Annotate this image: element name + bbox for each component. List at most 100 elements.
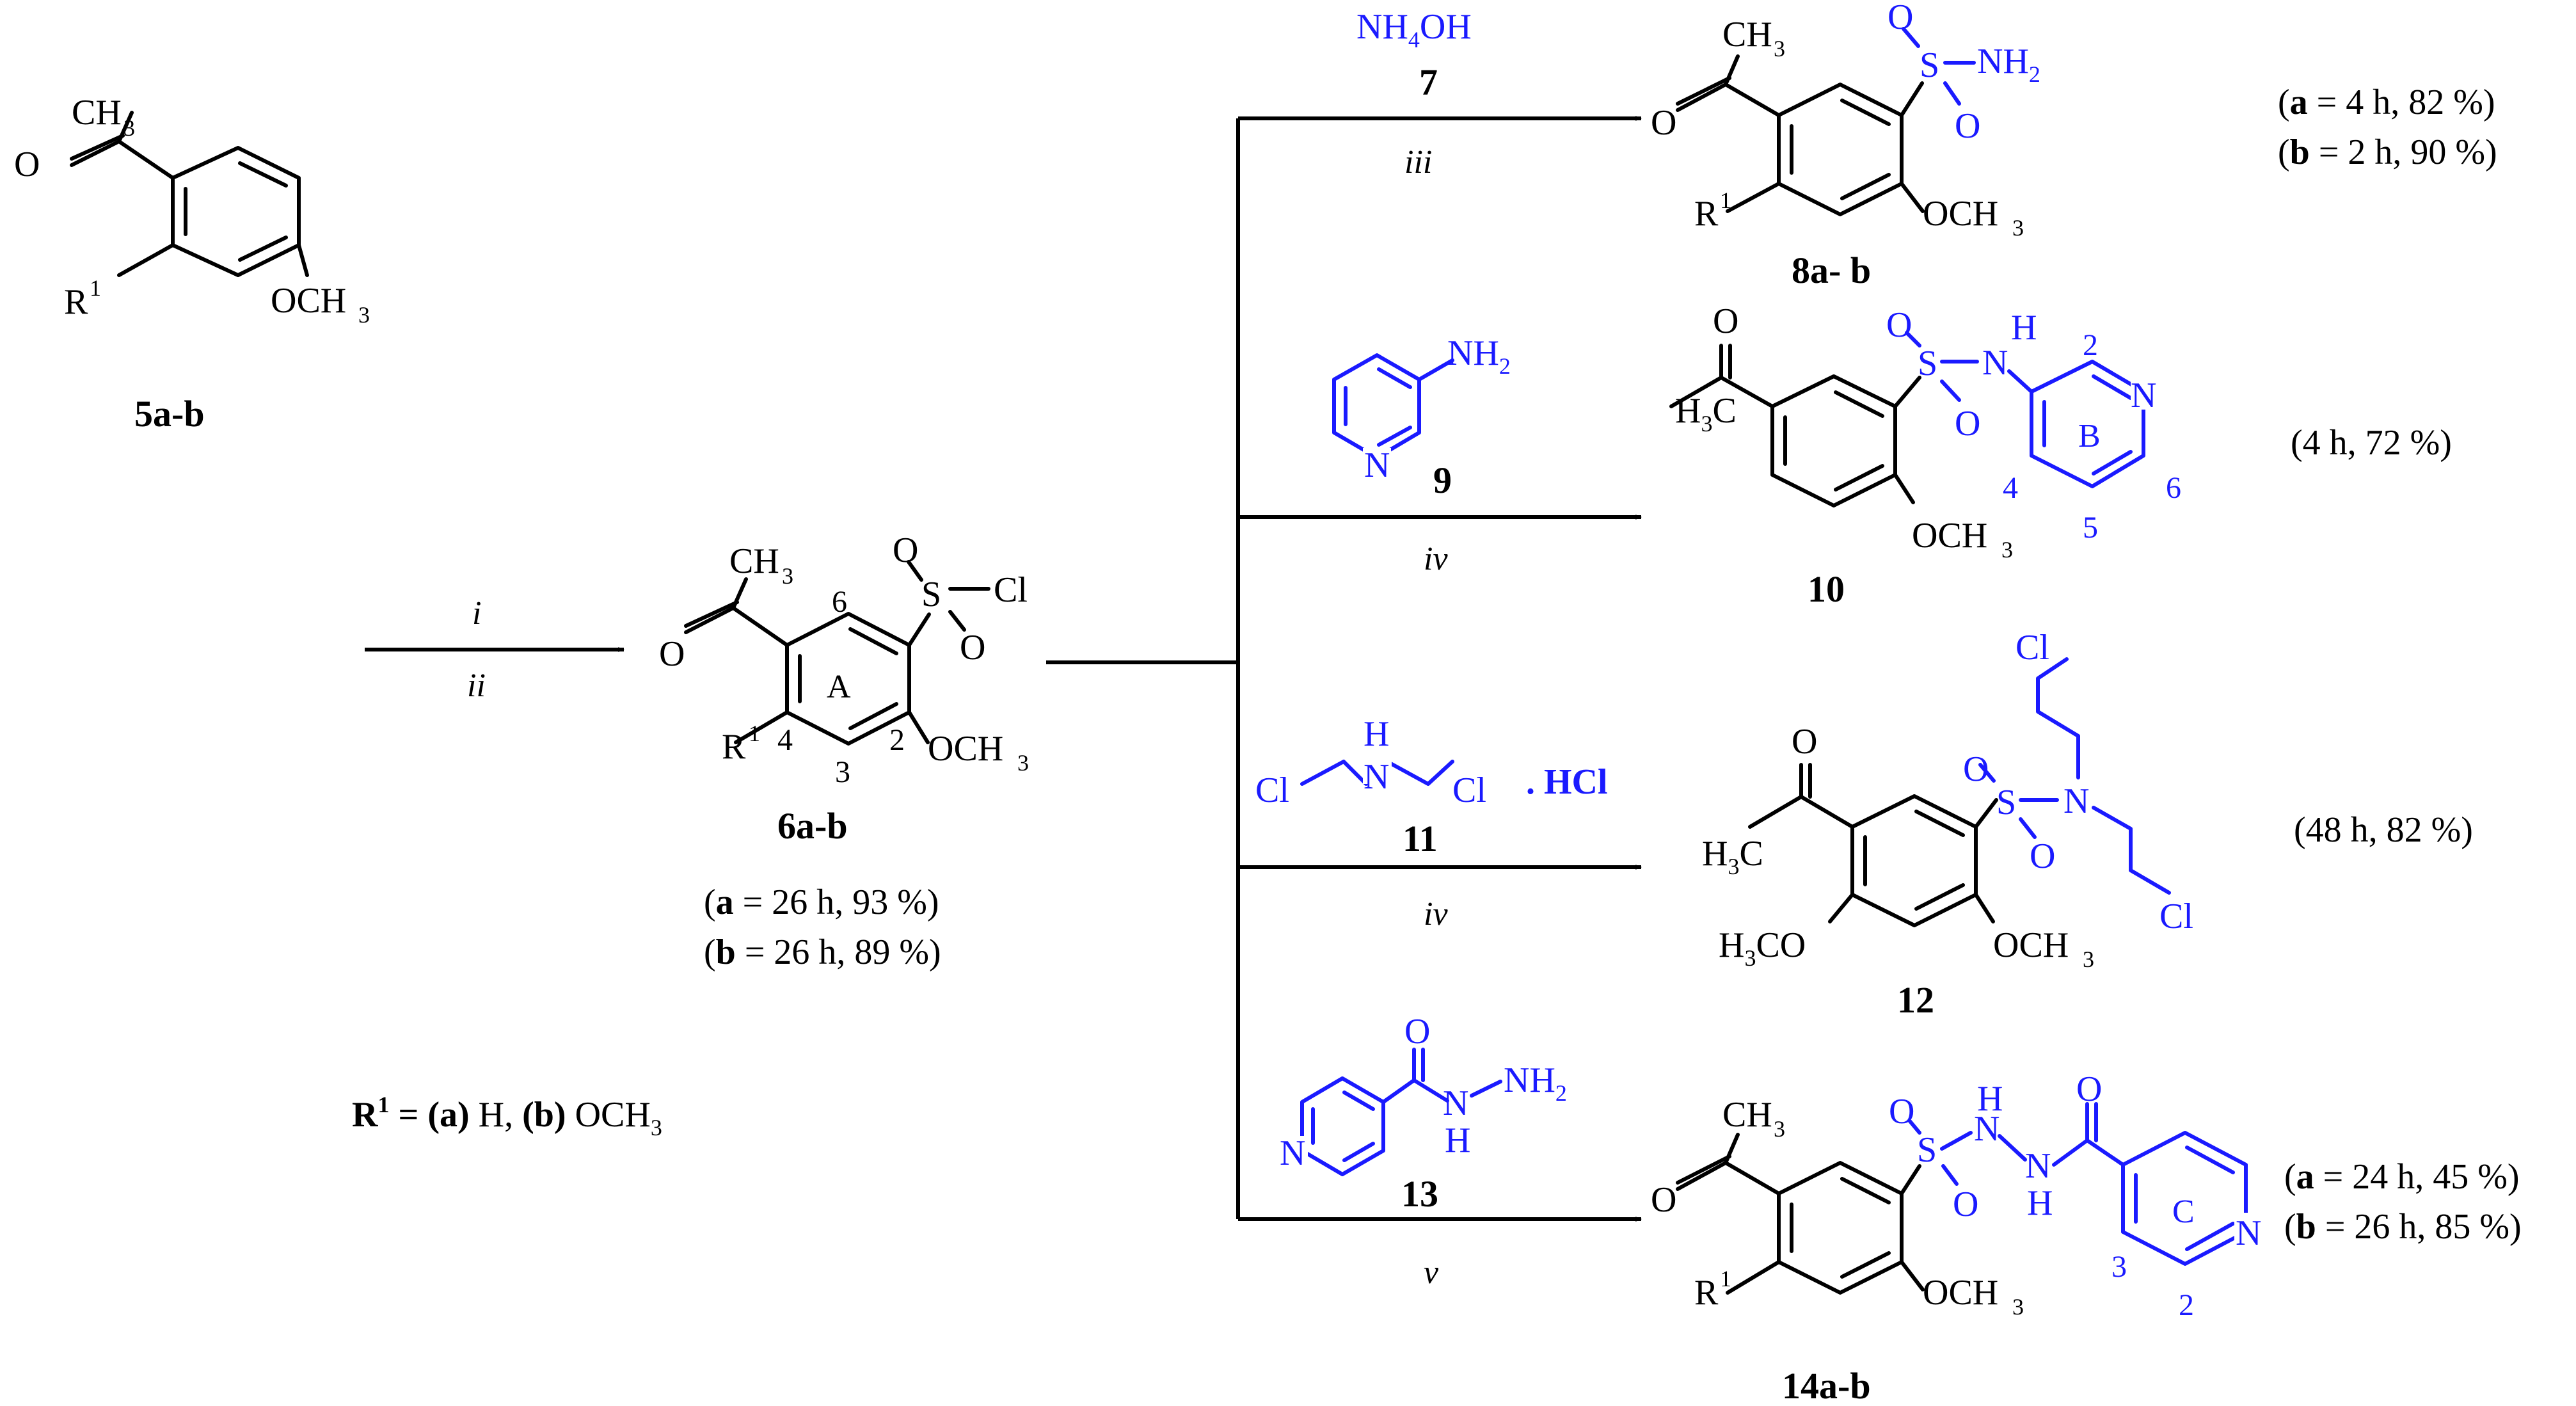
label-10: 10 [1808, 568, 1845, 610]
atom-nh2: NH2 [1977, 42, 2040, 87]
atom-sub: 3 [782, 563, 793, 589]
compound-8: CH 3 O S O O NH2 R 1 OCH 3 8a- b [1651, 0, 2040, 291]
atom-n: N [1982, 343, 2008, 383]
atom-sub: 3 [1774, 36, 1785, 61]
atom-o: O [1651, 1180, 1676, 1220]
yield-14a: (a = 24 h, 45 %) [2284, 1157, 2520, 1197]
position-2: 2 [2179, 1288, 2194, 1322]
atom-cl: Cl [2159, 897, 2193, 936]
position-3: 3 [2111, 1250, 2127, 1284]
atom-n: N [1364, 757, 1389, 797]
atom-o: O [1404, 1012, 1430, 1051]
yield-6b: (b = 26 h, 89 %) [704, 932, 941, 972]
atom-n: N [2236, 1213, 2261, 1253]
label-11: 11 [1403, 818, 1438, 859]
atom-och: OCH [1993, 925, 2069, 965]
atom-och: OCH [1923, 1273, 1998, 1313]
atom-sup: 1 [749, 721, 760, 746]
atom-o: O [1963, 749, 1989, 789]
atom-sup: 1 [1720, 1266, 1731, 1291]
atom-cl: Cl [1452, 771, 1486, 810]
label-6: 6a-b [777, 805, 848, 847]
yield-8a: (a = 4 h, 82 %) [2278, 83, 2495, 122]
label-9: 9 [1433, 459, 1452, 501]
reagent-hcl: . HCl [1526, 762, 1608, 802]
position-2: 2 [889, 723, 905, 757]
atom-o: O [893, 531, 918, 570]
atom-sub: 3 [358, 302, 370, 328]
step-i: i [472, 595, 481, 632]
atom-n: N [1364, 445, 1390, 485]
atom-o: O [14, 145, 40, 184]
reagent-nh4oh: NH4OH [1356, 7, 1472, 52]
atom-n: N [2063, 781, 2089, 821]
atom-sub: 3 [1774, 1116, 1785, 1142]
label-7: 7 [1419, 61, 1438, 103]
atom-r: R [722, 727, 746, 767]
compound-12: O H3C S O O N Cl Cl OCH 3 H3CO 12 [1702, 628, 2193, 1021]
atom-n: N [1280, 1133, 1305, 1173]
atom-sub: 3 [2012, 215, 2024, 241]
atom-cl: Cl [994, 570, 1028, 610]
atom-s: S [1920, 45, 1939, 85]
atom-h: H [1977, 1079, 2003, 1119]
atom-n: N [2131, 376, 2156, 415]
compound-14: CH 3 O S O O N H N H O N C 3 2 R 1 OCH 3… [1651, 1069, 2266, 1406]
yield-8b: (b = 2 h, 90 %) [2278, 132, 2497, 172]
atom-o: O [2076, 1069, 2102, 1109]
compound-5: CH 3 O R 1 OCH 3 5a-b [14, 93, 370, 435]
atom-n: N [1974, 1109, 2000, 1149]
atom-sub: 3 [2001, 537, 2013, 563]
atom-r: R [64, 282, 88, 322]
atom-sup: 1 [1720, 188, 1731, 213]
atom-nh2: NH2 [1447, 333, 1511, 379]
atom-o: O [2030, 836, 2055, 876]
position-5: 5 [2083, 511, 2098, 545]
atom-h: H [2011, 308, 2037, 348]
compound-6: CH 3 O S O O Cl R 1 OCH 3 A 6 4 3 2 6a-b… [659, 531, 1029, 972]
atom-r: R [1694, 1273, 1719, 1313]
atom-h: H [1364, 714, 1389, 754]
atom-o: O [1888, 0, 1913, 37]
atom-o: O [1953, 1185, 1978, 1224]
ring-label-b: B [2078, 418, 2101, 454]
atom-sub: 3 [2012, 1294, 2024, 1320]
atom-s: S [1918, 344, 1937, 383]
atom-och: OCH [928, 729, 1003, 769]
arrow-step-i-ii: i ii [365, 595, 624, 704]
position-6: 6 [2166, 471, 2181, 505]
atom-s: S [1996, 783, 2016, 822]
step-iv-b: iv [1424, 896, 1448, 932]
atom-sup: 1 [90, 275, 101, 301]
atom-sub: 3 [2083, 947, 2094, 972]
atom-och: OCH [271, 281, 346, 321]
compound-10: O H3C S O O N H N B 2 4 5 6 OCH 3 10 [1669, 301, 2181, 610]
atom-cl: Cl [2015, 628, 2049, 667]
atom-ch3: CH [1722, 1095, 1772, 1135]
atom-sub: 3 [1017, 750, 1029, 776]
atom-o: O [1955, 404, 1980, 443]
atom-cl: Cl [1255, 771, 1289, 810]
label-12: 12 [1897, 979, 1934, 1021]
step-ii: ii [467, 667, 486, 704]
atom-n: N [2025, 1146, 2051, 1186]
atom-sub: 3 [123, 115, 135, 141]
label-14: 14a-b [1782, 1365, 1871, 1406]
position-4: 4 [777, 723, 793, 757]
label-5: 5a-b [134, 393, 205, 435]
reagent-7: NH4OH 7 iii [1356, 7, 1472, 180]
atom-o: O [1889, 1092, 1914, 1131]
atom-och: OCH [1923, 194, 1998, 234]
ring-label-a: A [827, 669, 851, 705]
atom-r: R [1694, 194, 1719, 234]
atom-o: O [1792, 722, 1817, 762]
reagent-9: NH2 N 9 iv [1332, 333, 1511, 577]
reagent-11: N H Cl Cl . HCl 11 iv [1255, 714, 1608, 932]
position-3: 3 [835, 755, 850, 789]
atom-n: N [1443, 1083, 1468, 1123]
label-13: 13 [1401, 1173, 1438, 1215]
atom-ch3: CH [1722, 15, 1772, 54]
atom-o: O [1713, 301, 1738, 341]
atom-h: H [1445, 1121, 1470, 1160]
